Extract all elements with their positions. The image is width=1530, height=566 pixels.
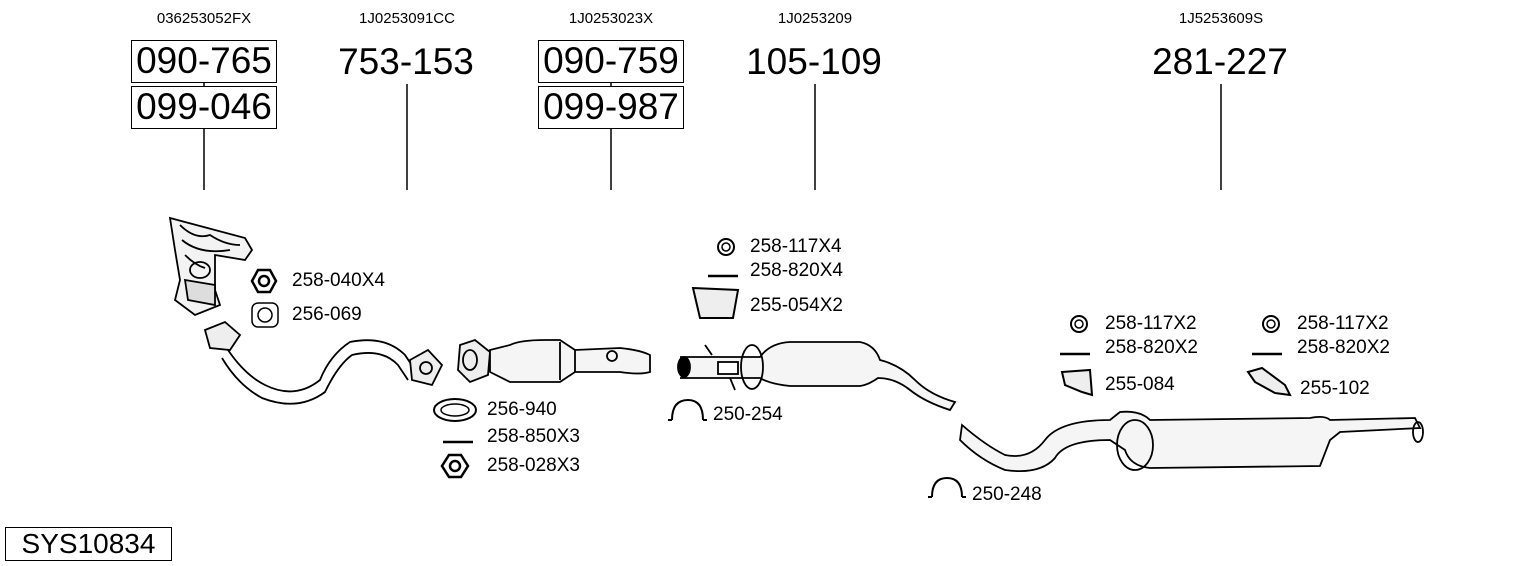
fitting-label[interactable]: 258-028X3	[487, 455, 580, 476]
rubber-ring-icon	[1070, 315, 1088, 333]
nut-icon	[440, 453, 470, 479]
rubber-ring-icon	[1262, 315, 1280, 333]
clamp-icon	[928, 476, 966, 498]
system-id: SYS10834	[5, 527, 172, 561]
fitting-label[interactable]: 258-117X2	[1297, 313, 1389, 334]
fitting-label[interactable]: 258-117X4	[750, 236, 842, 257]
hanger-icon	[1246, 366, 1292, 397]
oe-number: 1J0253209	[777, 10, 853, 27]
part-number[interactable]: 753-153	[338, 41, 474, 82]
part-number[interactable]: 281-227	[1152, 41, 1288, 82]
oe-number: 036253052FX	[156, 10, 252, 27]
exhaust-manifold-icon	[168, 216, 254, 317]
fitting-label[interactable]: 258-820X2	[1297, 337, 1390, 358]
fitting-label[interactable]: 258-040X4	[292, 270, 385, 291]
rubber-ring-icon	[717, 238, 735, 256]
rear-silencer-icon	[959, 410, 1424, 473]
catalytic-converter-icon	[457, 338, 651, 384]
part-number-box[interactable]: 099-046	[131, 86, 277, 129]
fitting-label[interactable]: 250-248	[972, 484, 1042, 505]
nut-icon	[250, 268, 278, 294]
fitting-label[interactable]: 256-069	[292, 304, 362, 325]
ring-gasket-icon	[433, 398, 477, 422]
fitting-label[interactable]: 255-102	[1300, 378, 1370, 399]
middle-silencer-icon	[677, 341, 957, 412]
part-number-box[interactable]: 090-759	[538, 40, 684, 83]
fitting-label[interactable]: 258-820X2	[1105, 337, 1198, 358]
fitting-label[interactable]: 250-254	[713, 404, 783, 425]
part-number-box[interactable]: 090-765	[131, 40, 277, 83]
fitting-label[interactable]: 256-940	[487, 399, 557, 420]
fitting-label[interactable]: 258-117X2	[1105, 313, 1197, 334]
fitting-label[interactable]: 255-054X2	[750, 295, 843, 316]
fitting-label[interactable]: 258-850X3	[487, 426, 580, 447]
hanger-icon	[691, 286, 740, 319]
leader-lines	[203, 83, 1222, 190]
part-number-box[interactable]: 099-987	[538, 86, 684, 129]
fitting-label[interactable]: 255-084	[1105, 374, 1175, 395]
oe-number: 1J5253609S	[1178, 10, 1264, 27]
oe-number: 1J0253023X	[568, 10, 654, 27]
gasket-icon	[251, 302, 279, 328]
hanger-icon	[1060, 368, 1094, 397]
fitting-label[interactable]: 258-820X4	[750, 260, 843, 281]
clamp-icon	[668, 398, 707, 421]
front-pipe-icon	[203, 320, 444, 405]
oe-number: 1J0253091CC	[359, 10, 455, 27]
part-number[interactable]: 105-109	[746, 41, 882, 82]
